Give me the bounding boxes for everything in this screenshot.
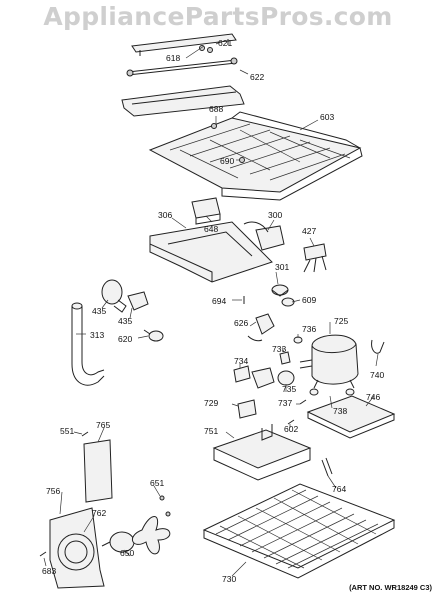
callout-label: 602 [284, 424, 299, 434]
callout-label: 620 [118, 334, 133, 344]
callout-label: 648 [204, 224, 219, 234]
callout-label: 729 [204, 398, 219, 408]
relay-cover-735 [251, 367, 295, 389]
callout-label: 603 [320, 112, 335, 122]
callout-label: 751 [204, 426, 219, 436]
drain-tube-part [71, 302, 105, 386]
drain-pan-part [212, 424, 312, 481]
callout-label: 427 [302, 226, 317, 236]
condenser-part [202, 483, 396, 579]
shelf-part [148, 111, 363, 201]
callout-label: 300 [268, 210, 283, 220]
overload-part [279, 351, 291, 365]
callout-label: 738 [333, 406, 348, 416]
callout-label: 651 [150, 478, 165, 488]
wire-connector-part [303, 243, 327, 273]
wire-harness-part [126, 57, 238, 77]
callout-label: 683 [42, 566, 57, 576]
screw-551 [81, 431, 89, 437]
callout-label: 626 [234, 318, 249, 328]
screw-683 [39, 551, 47, 557]
relay-part [247, 313, 275, 342]
capacitor-729 [237, 399, 257, 419]
start-relay-734 [233, 365, 251, 383]
control-knob-part [271, 284, 289, 297]
callout-label: 650 [120, 548, 135, 558]
compressor-part [299, 334, 359, 389]
callout-label: 622 [250, 72, 265, 82]
callout-label: 762 [92, 508, 107, 518]
light-cover-part [121, 85, 245, 117]
grommets-738 [309, 388, 355, 396]
callout-label: 688 [209, 104, 224, 114]
fan-shroud-part [49, 507, 105, 589]
callout-label: 609 [302, 295, 317, 305]
callout-label: 435 [118, 316, 133, 326]
fan-blade-part [132, 516, 171, 555]
leader-lines [43, 41, 379, 577]
callout-label: 551 [60, 426, 75, 436]
callout-label: 435 [92, 306, 107, 316]
callout-label: 746 [366, 392, 381, 402]
control-bracket-part [149, 221, 273, 283]
callout-label: 740 [370, 370, 385, 380]
callout-label: 756 [46, 486, 61, 496]
callout-label: 764 [332, 484, 347, 494]
light-bulb-part [101, 279, 127, 313]
callout-label: 734 [234, 356, 249, 366]
clip-737 [299, 399, 307, 405]
fan-clip [159, 495, 165, 501]
light-bracket-part [131, 33, 237, 56]
screw-690 [239, 157, 245, 163]
bracket-764 [321, 457, 333, 477]
callout-label: 725 [334, 316, 349, 326]
callout-label: 301 [275, 262, 290, 272]
fan-clip-2 [165, 511, 171, 517]
fan-motor-part [101, 531, 135, 553]
art-number: (ART NO. WR18249 C3) [349, 583, 432, 592]
screw-602 [287, 419, 295, 425]
watermark: AppliancePartsPros.com [43, 2, 393, 31]
callout-label: 737 [278, 398, 293, 408]
callout-label: 735 [282, 384, 297, 394]
defrost-timer-part [191, 197, 221, 225]
panel-765 [83, 439, 113, 503]
screw-688 [211, 123, 217, 129]
callout-label: 730 [222, 574, 237, 584]
callout-label: 733 [272, 344, 287, 354]
callout-label: 306 [158, 210, 173, 220]
callout-label: 618 [166, 53, 181, 63]
callout-label: 313 [90, 330, 105, 340]
callout-label: 621 [218, 38, 233, 48]
wire-nut-part [143, 329, 164, 342]
callout-label: 694 [212, 296, 227, 306]
callout-label: 690 [220, 156, 235, 166]
clip-740 [371, 339, 385, 354]
compressor-mount-plate [306, 395, 396, 439]
callout-label: 736 [302, 324, 317, 334]
callout-label: 765 [96, 420, 111, 430]
light-socket-part [127, 291, 149, 311]
knob-insert-part [281, 297, 295, 307]
thermostat-part [243, 221, 285, 251]
